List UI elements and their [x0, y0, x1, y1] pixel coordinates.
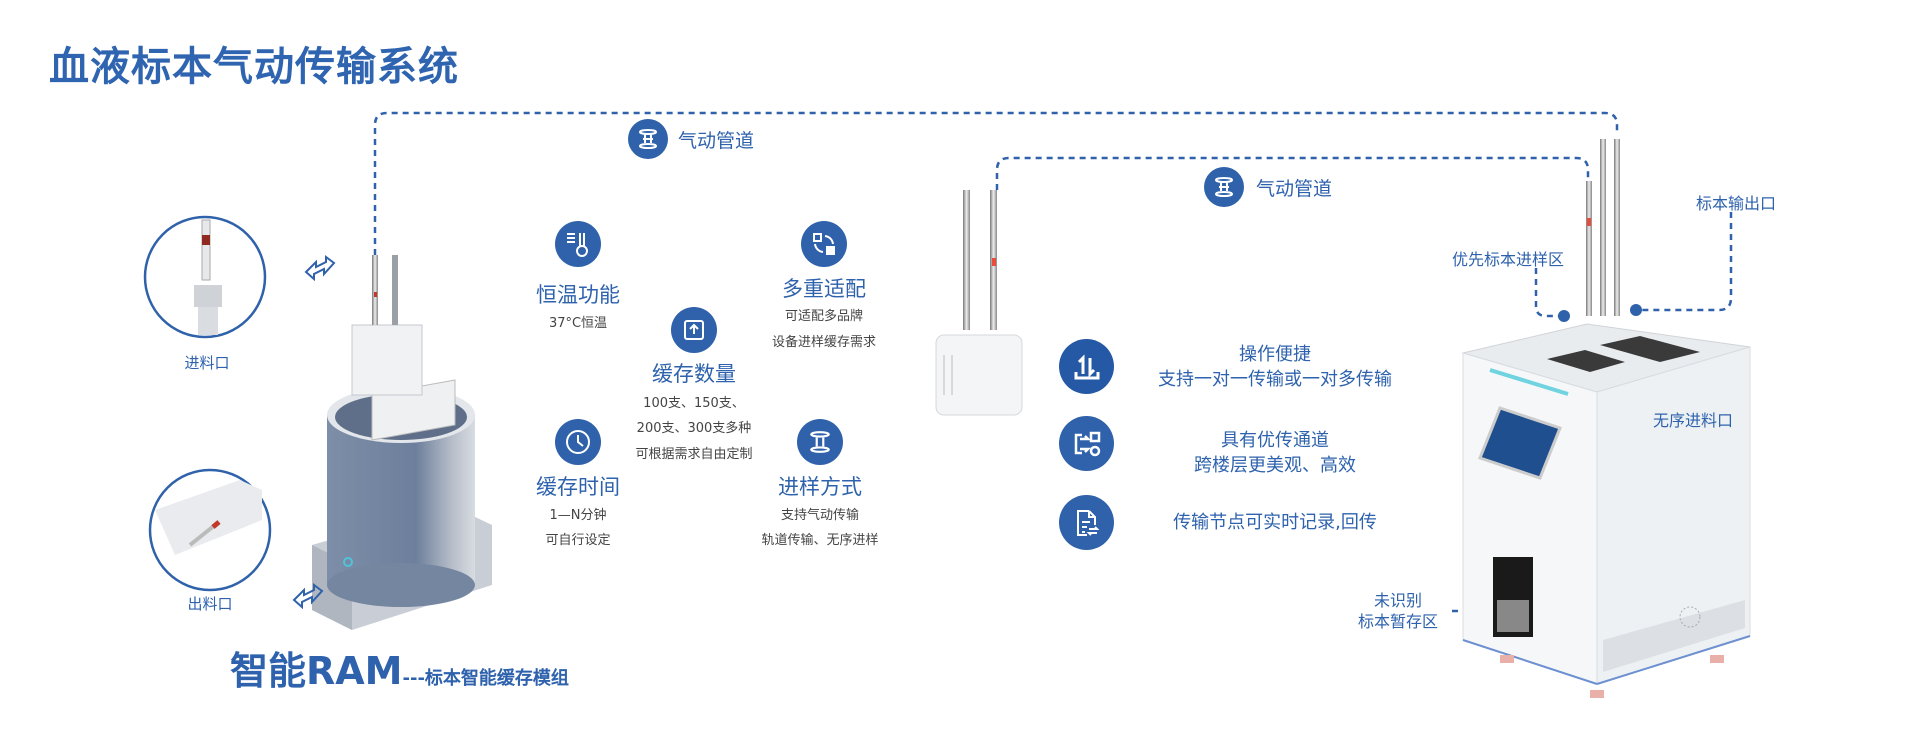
feature-desc: 设备进样缓存需求 — [771, 335, 876, 350]
feature-desc: 可适配多品牌 — [784, 309, 863, 324]
station-device-illustration — [935, 190, 1023, 416]
outlet-label: 出料口 — [187, 595, 233, 613]
pipe-label-2: 气动管道 — [1204, 167, 1332, 207]
benefit-line: 操作便捷 — [1239, 344, 1311, 365]
ram-title: 智能RAM---标本智能缓存模组 — [230, 640, 569, 695]
document-sync-icon — [1059, 495, 1114, 550]
upload-box-icon — [671, 307, 717, 353]
label-line: 未识别 — [1373, 591, 1422, 610]
feature-desc: 100支、150支、 — [643, 396, 745, 411]
inlet-detail-circle — [143, 215, 267, 339]
inlet-label: 进料口 — [184, 354, 230, 372]
cabinet-illustration — [1461, 139, 1751, 698]
swap-arrows — [292, 255, 336, 610]
feature-desc: 37°C恒温 — [548, 316, 608, 331]
priority-inlet-label: 优先标本进样区 — [1452, 250, 1565, 269]
pneumatic-line-1 — [373, 111, 1619, 255]
pneumatic-line-2 — [995, 156, 1590, 190]
benefit-line: 具有优传通道 — [1221, 430, 1329, 451]
feature-desc: 可根据需求自由定制 — [635, 447, 753, 462]
benefit-text: 传输节点可实时记录,回传 — [1115, 510, 1435, 535]
feature-desc: 支持气动传输 — [780, 508, 859, 523]
feature-desc: 可自行设定 — [545, 533, 611, 548]
benefit-line: 跨楼层更美观、高效 — [1194, 455, 1356, 476]
unidentified-storage-label: 未识别标本暂存区 — [1352, 590, 1444, 632]
page-title: 血液标本气动传输系统 — [49, 44, 459, 90]
adapt-icon — [801, 221, 847, 267]
feature-title: 多重适配 — [782, 277, 866, 301]
ram-name: 智能RAM — [230, 649, 403, 693]
pneumatic-tube-icon — [1204, 167, 1244, 207]
thermometer-icon — [555, 221, 601, 267]
random-inlet-label: 无序进料口 — [1653, 411, 1734, 430]
ram-device-illustration — [312, 255, 492, 630]
pneumatic-tube-icon — [628, 119, 668, 159]
feature-title: 进样方式 — [778, 475, 862, 499]
channel-icon — [1059, 416, 1114, 471]
clock-icon — [555, 419, 601, 465]
output-port-label: 标本输出口 — [1696, 194, 1777, 213]
label-line: 标本暂存区 — [1357, 612, 1438, 631]
feature-title: 缓存数量 — [652, 362, 736, 386]
feature-title: 恒温功能 — [536, 283, 620, 307]
benefit-text: 具有优传通道跨楼层更美观、高效 — [1115, 428, 1435, 478]
pipe-label-1: 气动管道 — [628, 119, 754, 159]
pipe-label-text: 气动管道 — [678, 129, 755, 152]
transfer-icon — [1059, 339, 1114, 394]
pneumatic-tube-icon — [797, 419, 843, 465]
feature-desc: 1—N分钟 — [549, 508, 607, 523]
benefit-line: 传输节点可实时记录,回传 — [1173, 512, 1377, 533]
benefit-text: 操作便捷支持一对一传输或一对多传输 — [1115, 342, 1435, 392]
feature-desc: 轨道传输、无序进样 — [761, 533, 879, 548]
benefit-line: 支持一对一传输或一对多传输 — [1158, 369, 1392, 390]
ram-subtitle: ---标本智能缓存模组 — [402, 668, 569, 689]
feature-desc: 200支、300支多种 — [636, 421, 752, 436]
feature-title: 缓存时间 — [536, 475, 620, 499]
pipe-label-text: 气动管道 — [1256, 177, 1333, 200]
outlet-detail-circle — [148, 468, 272, 592]
